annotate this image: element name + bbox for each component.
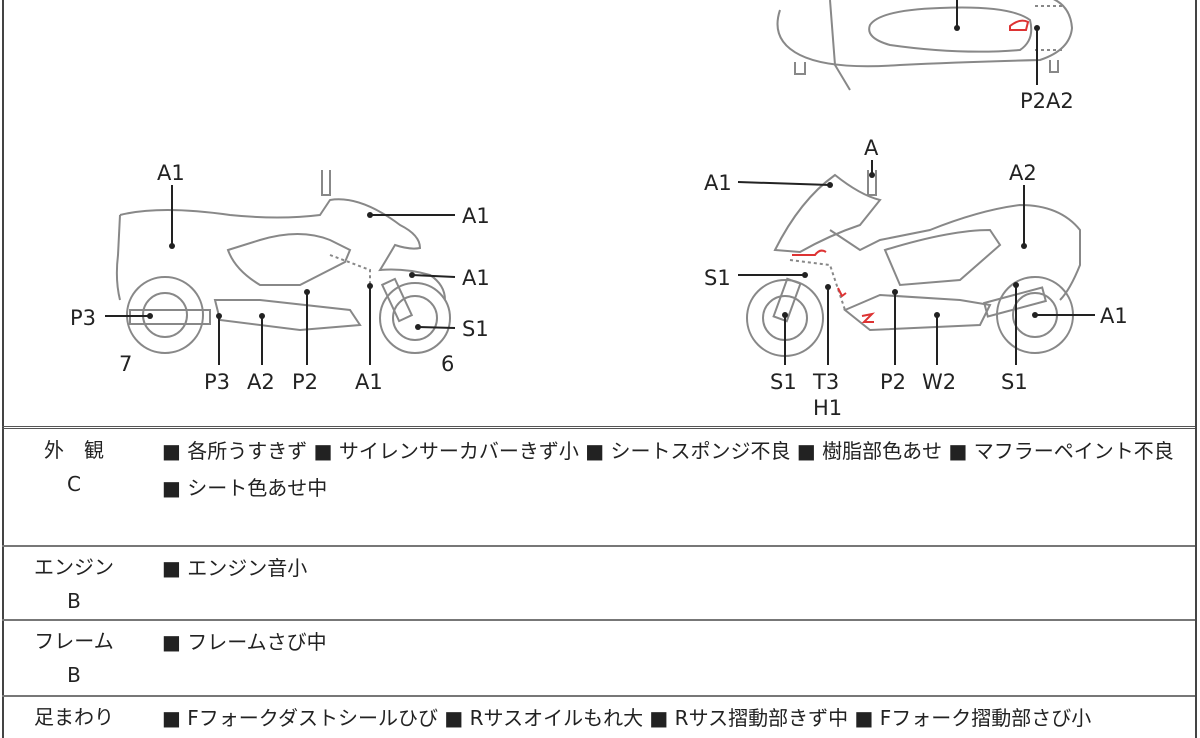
category-grade: B [67, 663, 81, 687]
section-description: ■ エンジン音小 [162, 556, 308, 580]
category-label: エンジン [34, 555, 114, 579]
category-label: フレーム [34, 629, 114, 653]
category-grade: C [67, 472, 81, 496]
label-right-s1-front: S1 [704, 266, 731, 290]
section-category: フレーム B [4, 624, 144, 692]
label-right-w2: W2 [922, 370, 956, 394]
section-description: ■ Fフォークダストシールひび ■ Rサスオイルもれ大 ■ Rサス摺動部きず中 … [162, 706, 1092, 730]
label-left-p2: P2 [292, 370, 318, 394]
category-label: 外 観 [44, 438, 104, 462]
label-left-s1: S1 [462, 317, 489, 341]
label-right-t3: T3 [812, 370, 839, 394]
divider [2, 695, 1195, 697]
scooter-damage-diagram: P2A2 A1 A1 A1 S1 P3 7 P3 A2 P2 [70, 0, 1128, 420]
label-right-a1-screen: A1 [704, 171, 732, 195]
section-category: 外 観 C [4, 433, 144, 501]
label-left-a1-front-cover: A1 [462, 204, 490, 228]
label-left-6: 6 [441, 352, 454, 376]
label-left-a1-seat: A1 [157, 161, 185, 185]
label-left-a1-floor: A1 [355, 370, 383, 394]
label-right-p2: P2 [880, 370, 906, 394]
scooter-top-view: P2A2 [776, 0, 1074, 113]
divider [2, 545, 1195, 547]
scooter-left-view: A1 A1 A1 S1 P3 7 P3 A2 P2 A1 6 [70, 161, 490, 394]
label-right-a: A [864, 136, 879, 160]
label-left-a2: A2 [247, 370, 275, 394]
section-category: 足まわり [4, 700, 144, 734]
scooter-right-view: A A1 A2 S1 A1 S1 T3 H1 P2 W2 S1 [704, 136, 1128, 420]
category-label: 足まわり [34, 705, 114, 729]
label-right-a2: A2 [1009, 161, 1037, 185]
label-top-p2a2: P2A2 [1020, 89, 1074, 113]
section-description: ■ フレームさび中 [162, 630, 327, 654]
divider [2, 619, 1195, 621]
divider [2, 426, 1195, 429]
category-grade: B [67, 589, 81, 613]
label-right-a1-rear: A1 [1100, 304, 1128, 328]
label-left-7: 7 [119, 352, 132, 376]
label-right-s1-rear: S1 [1001, 370, 1028, 394]
label-right-s1: S1 [770, 370, 797, 394]
label-left-a1-fender: A1 [462, 266, 490, 290]
section-description: ■ 各所うすきず ■ サイレンサーカバーきず小 ■ シートスポンジ不良 ■ 樹脂… [162, 439, 1174, 500]
label-right-h1: H1 [813, 396, 842, 420]
section-category: エンジン B [4, 550, 144, 618]
label-left-p3: P3 [204, 370, 230, 394]
label-left-p3-muffler: P3 [70, 306, 96, 330]
